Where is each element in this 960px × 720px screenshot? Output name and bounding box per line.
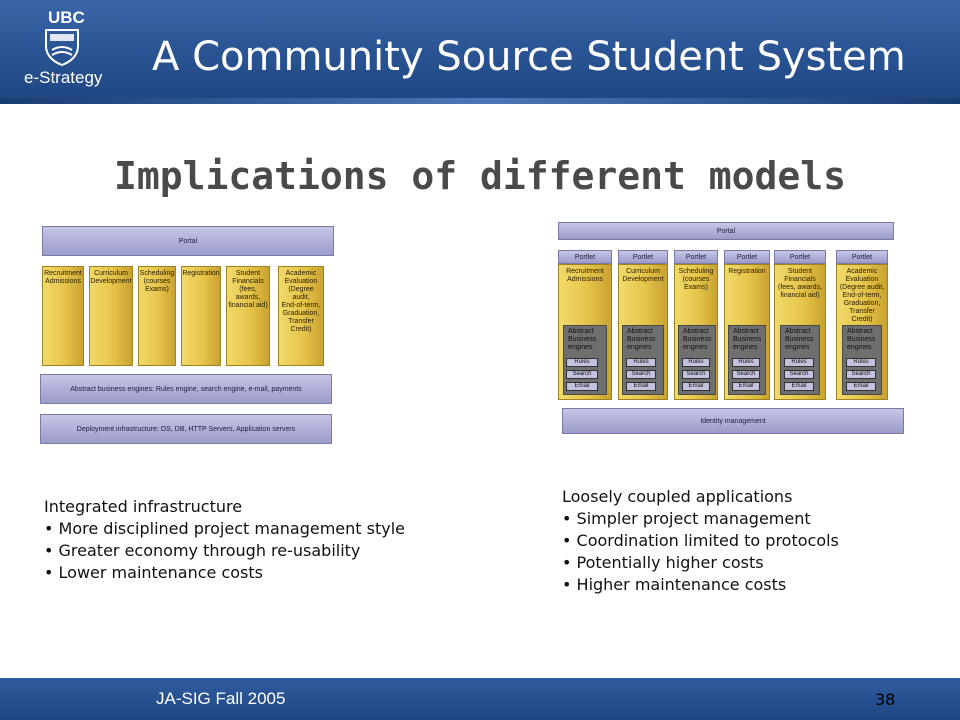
left-bullet: Lower maintenance costs — [44, 562, 405, 584]
email-label: Email — [626, 382, 656, 391]
left-module-financials: Student Financials (fees, awards, financ… — [226, 266, 270, 366]
left-module-registration: Registration — [181, 266, 221, 366]
footer-text: JA-SIG Fall 2005 — [156, 689, 286, 708]
search-label: Search — [784, 370, 814, 379]
rules-label: Rules — [732, 358, 760, 367]
search-label: Search — [566, 370, 598, 379]
right-bullet: Higher maintenance costs — [562, 574, 839, 596]
search-label: Search — [732, 370, 760, 379]
left-module-curriculum: Curriculum Development — [89, 266, 133, 366]
email-label: Email — [784, 382, 814, 391]
rules-label: Rules — [626, 358, 656, 367]
email-label: Email — [682, 382, 710, 391]
rules-label: Rules — [784, 358, 814, 367]
ubc-logo: UBC e-Strategy — [18, 8, 128, 98]
search-label: Search — [626, 370, 656, 379]
left-text-block: Integrated infrastructure More disciplin… — [44, 496, 405, 584]
portlet-header: Portlet — [836, 250, 888, 264]
left-bullet: Greater economy through re-usability — [44, 540, 405, 562]
footer-banner: JA-SIG Fall 2005 — [0, 678, 960, 720]
left-module-recruitment: Recruitment Admissions — [42, 266, 84, 366]
search-label: Search — [682, 370, 710, 379]
slide-title: Implications of different models — [113, 154, 847, 198]
right-bullet: Potentially higher costs — [562, 552, 839, 574]
portlet-header: Portlet — [774, 250, 826, 264]
portlet-header: Portlet — [558, 250, 612, 264]
crest-icon — [45, 29, 79, 66]
logo-text: UBC — [48, 8, 85, 27]
identity-management-bar: Identity management — [562, 408, 904, 434]
page-number: 38 — [875, 690, 896, 709]
search-label: Search — [846, 370, 876, 379]
logo-subtext: e-Strategy — [24, 68, 103, 87]
left-bullet: More disciplined project management styl… — [44, 518, 405, 540]
portlet-header: Portlet — [674, 250, 718, 264]
rules-label: Rules — [682, 358, 710, 367]
email-label: Email — [566, 382, 598, 391]
left-module-scheduling: Scheduling (courses Exams) — [138, 266, 176, 366]
left-module-evaluation: Academic Evaluation (Degree audit, End-o… — [278, 266, 324, 366]
rules-label: Rules — [566, 358, 598, 367]
right-bullet: Simpler project management — [562, 508, 839, 530]
portlet-header: Portlet — [618, 250, 668, 264]
left-engines-bar: Abstract business engines: Rules engine,… — [40, 374, 332, 404]
right-heading: Loosely coupled applications — [562, 487, 793, 506]
left-heading: Integrated infrastructure — [44, 497, 243, 516]
right-text-block: Loosely coupled applications Simpler pro… — [562, 486, 839, 596]
right-portal-bar: Portal — [558, 222, 894, 240]
right-bullet: Coordination limited to protocols — [562, 530, 839, 552]
rules-label: Rules — [846, 358, 876, 367]
email-label: Email — [732, 382, 760, 391]
portlet-header: Portlet — [724, 250, 770, 264]
banner-title: A Community Source Student System — [152, 34, 906, 80]
left-deployment-bar: Deployment infrastructure: OS, DB, HTTP … — [40, 414, 332, 444]
header-banner: UBC e-Strategy A Community Source Studen… — [0, 0, 960, 104]
email-label: Email — [846, 382, 876, 391]
left-portal-bar: Portal — [42, 226, 334, 256]
